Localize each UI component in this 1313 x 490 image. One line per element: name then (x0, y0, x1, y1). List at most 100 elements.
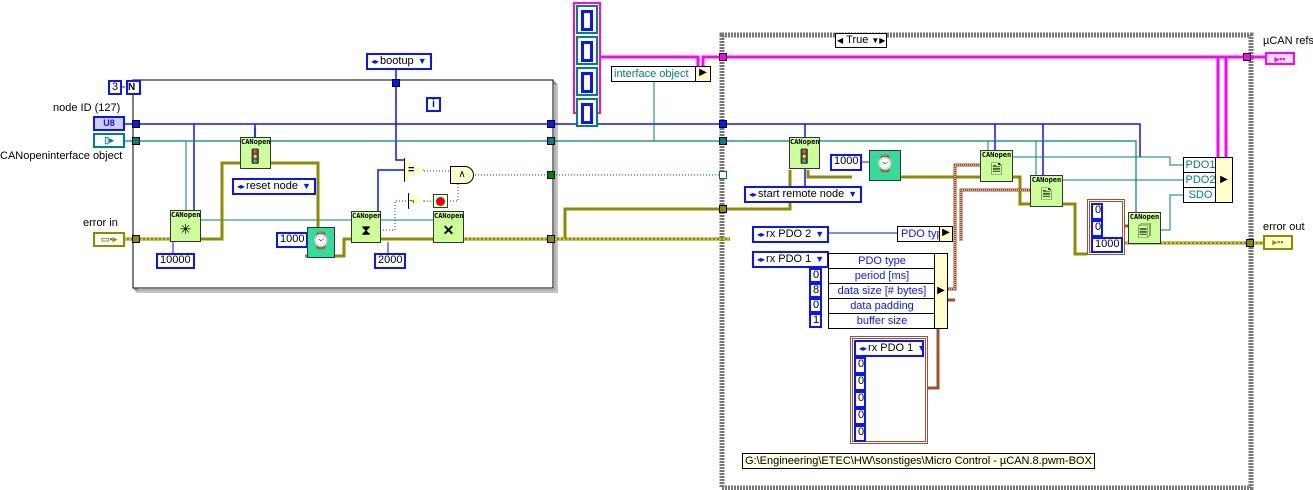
ucan-refs-indicator[interactable]: ▸▪▪ (1265, 52, 1295, 65)
pdo-create-icon: 🗎 (1040, 186, 1053, 202)
cluster-value[interactable]: 0 (1091, 220, 1103, 237)
tunnel (719, 120, 727, 128)
bootup-timeout-constant[interactable]: 2000 (374, 253, 407, 269)
bundle-field: PDO type (829, 254, 935, 269)
bootup-enum[interactable]: ◂▸bootup▼ (366, 53, 432, 70)
bootup-enum-value: bootup (380, 55, 414, 67)
array-value[interactable]: 0 (854, 408, 866, 425)
and-operator[interactable]: ∧ (450, 166, 474, 184)
increment-icon: ◂▸ (757, 230, 766, 239)
timeout-constant[interactable]: 10000 (156, 253, 195, 269)
stop-icon (436, 197, 445, 206)
bundle-field-pdo2: PDO2 (1184, 174, 1217, 188)
start-node-nmt[interactable]: CANopen🚦 (789, 137, 820, 169)
wait-constant[interactable]: 1000 (276, 232, 309, 248)
wait-ms-icon[interactable]: ⌚ (869, 150, 901, 181)
wait-ms-icon[interactable]: ⌚ (307, 227, 335, 258)
refnum-icon (576, 98, 598, 127)
node-id-control[interactable]: U8 (93, 116, 125, 131)
dropdown-icon[interactable]: ▼▶ (871, 36, 886, 45)
open-node[interactable]: CANopen ✳ (170, 210, 201, 242)
error-out-indicator[interactable]: ▸▪▪ (1263, 235, 1293, 250)
tunnel (132, 120, 140, 128)
dog-spark-icon: ✳ (179, 221, 192, 237)
refnum-icon (576, 67, 598, 96)
bundle-field: buffer size (856, 315, 908, 327)
array-value[interactable]: 0 (854, 357, 866, 374)
iteration-terminal: i (426, 97, 441, 112)
array-value[interactable]: 0 (854, 425, 866, 442)
interface-object-control[interactable]: ▯▸ (93, 133, 125, 148)
rx-pdo1-enum[interactable]: ◂▸rx PDO 1▼ (752, 251, 830, 268)
node-header: CANopen (352, 212, 382, 220)
tunnel (547, 120, 555, 128)
traffic-light-icon: 🚦 (246, 148, 265, 164)
bundle-pdo-config[interactable]: PDO type period [ms] data size [# bytes]… (828, 253, 948, 329)
data-padding-constant[interactable]: 0 (809, 298, 822, 313)
tunnel (132, 137, 140, 145)
tunnel (719, 53, 727, 61)
rx-pdo2-enum[interactable]: ◂▸rx PDO 2▼ (752, 226, 830, 243)
create-pdo-node-1[interactable]: CANopen🗎 (980, 150, 1013, 182)
bundle-by-name-refs[interactable]: PDO1 PDO2 SDO ▶ (1183, 157, 1233, 203)
increment-icon: ◂▸ (237, 182, 246, 191)
ucan-refs-array-constant[interactable] (573, 2, 601, 127)
case-prev-icon[interactable]: ◀ (837, 36, 844, 45)
close-node[interactable]: CANopen✕ (433, 211, 464, 243)
bundle-arrow-icon: ▶ (934, 254, 947, 328)
refnum-icon (576, 36, 598, 65)
array-enum[interactable]: ◂▸rx PDO 1▼ (854, 340, 927, 357)
node-id-label: node ID (127) (53, 102, 121, 114)
data-size-constant[interactable]: 8 (809, 283, 822, 298)
create-sdo-node[interactable]: CANopen🗐 (1128, 212, 1161, 244)
case-structure-frame (719, 32, 1254, 490)
array-value[interactable]: 0 (854, 391, 866, 408)
node-header: CANopen (1129, 213, 1160, 221)
array-value[interactable]: 0 (854, 374, 866, 391)
case-selector-tunnel (719, 171, 727, 179)
refnum-icon: ▯▸ (104, 135, 114, 145)
cluster-value[interactable]: 1000 (1091, 237, 1123, 253)
dropdown-icon: ▼ (302, 181, 311, 191)
bundle-field: data size [# bytes] (829, 284, 935, 299)
dropdown-icon: ▼ (815, 229, 825, 239)
reset-node-enum[interactable]: ◂▸reset node▼ (232, 178, 316, 195)
start-remote-node-value: start remote node (758, 188, 845, 200)
dropdown-icon: ▼ (917, 343, 927, 353)
sdo-config-cluster[interactable]: 0 0 1000 (1087, 199, 1125, 255)
node-header: CANopen (171, 211, 201, 219)
loop-count-constant[interactable]: 3 (108, 80, 122, 95)
cluster-value[interactable]: 0 (1091, 203, 1103, 220)
unbundle-field: interface object (614, 68, 689, 80)
wait-for-bootup-node[interactable]: CANopen ⧗ (351, 211, 382, 243)
loop-count-terminal: N (126, 80, 141, 95)
stop-terminal[interactable] (433, 194, 448, 208)
error-cluster-icon: ▭▪▸ (100, 234, 118, 244)
error-in-control[interactable]: ▭▪▸ (93, 232, 125, 247)
buffer-size-constant[interactable]: 1 (809, 313, 822, 328)
interface-object-label: CANopeninterface object (0, 150, 123, 162)
start-remote-node-enum[interactable]: ◂▸start remote node▼ (744, 186, 863, 203)
dropdown-icon: ▼ (815, 254, 825, 264)
period-constant[interactable]: 0 (809, 268, 822, 283)
increment-icon: ◂▸ (371, 57, 380, 66)
case-selector[interactable]: ◀True▼▶ (835, 33, 888, 48)
case-wait-constant[interactable]: 1000 (830, 154, 863, 171)
pdo-config-array-constant[interactable]: ◂▸rx PDO 1▼ 0 0 0 0 0 (850, 336, 928, 444)
node-header: CANopen (1031, 176, 1062, 184)
nmt-state-node[interactable]: CANopen🚦 (240, 137, 271, 169)
bundle-pdo-type[interactable]: PDO type ▶ (897, 226, 953, 242)
unbundle-by-name[interactable]: interface object ▶ (611, 66, 711, 82)
unbundle-arrow-icon: ▶ (695, 67, 710, 81)
bundle-field-pdo-type: PDO type (901, 228, 949, 240)
bundle-field: data padding (829, 299, 935, 314)
increment-icon: ◂▸ (749, 190, 758, 199)
path-comment-label: G:\Engineering\ETEC\HW\sonstiges\Micro C… (742, 453, 1095, 469)
create-pdo-node-2[interactable]: CANopen 🗎 (1030, 175, 1063, 207)
increment-icon: ◂▸ (859, 344, 868, 353)
dropdown-icon: ▼ (417, 56, 427, 66)
ucan-refs-label: µCAN refs (1263, 35, 1313, 47)
hourglass-dog-icon: ⧗ (361, 222, 371, 238)
traffic-light-icon: 🚦 (795, 148, 814, 164)
